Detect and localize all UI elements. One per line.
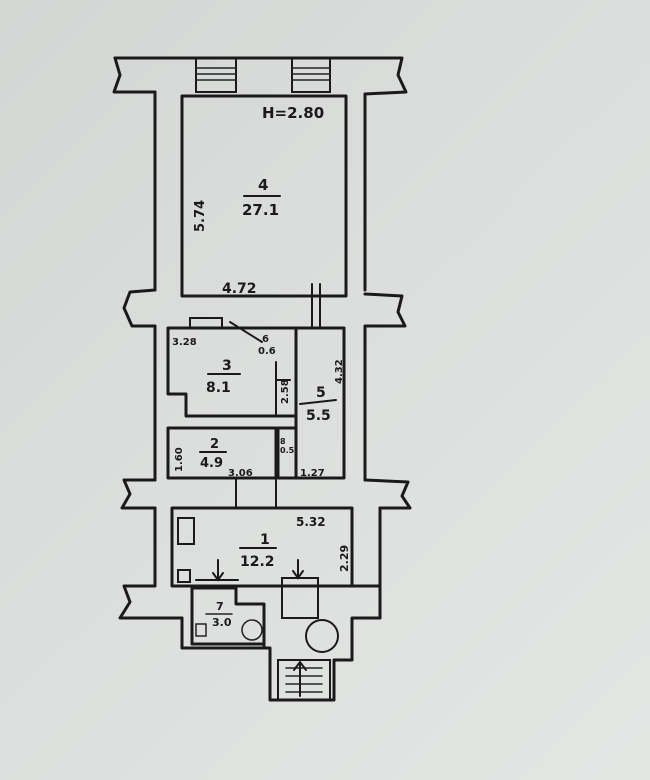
room4-area: 27.1: [242, 201, 279, 219]
outer-wall-middle: [122, 288, 407, 482]
room1-number: 1: [260, 532, 270, 548]
small-width-dim: 1.27: [300, 468, 325, 479]
room-1: [170, 506, 354, 588]
room6-number: 6: [262, 334, 269, 345]
window-right: [291, 57, 331, 93]
room-3: [166, 317, 298, 418]
room3-side-dim: 2.58: [280, 379, 291, 404]
room-5: [294, 326, 346, 480]
room6-area: 0.6: [258, 346, 276, 357]
entrance-stairs: [277, 559, 339, 701]
room5-area: 5.5: [306, 408, 331, 424]
room2-width-dim: 3.06: [228, 468, 253, 479]
room5-number: 5: [316, 385, 326, 401]
room3-width-dim: 3.28: [172, 337, 197, 348]
window-left: [195, 57, 237, 93]
room4-height-dim: 5.74: [193, 200, 208, 232]
room7-number: 7: [216, 600, 224, 613]
room2-height-dim: 1.60: [174, 447, 185, 472]
room2-area: 4.9: [200, 456, 223, 471]
outer-wall-top: [112, 56, 408, 292]
small-cell: [276, 426, 298, 480]
room-7: [190, 559, 266, 646]
room2-number: 2: [210, 437, 219, 452]
room1-width-dim: 5.32: [296, 515, 326, 529]
room5-height-dim: 4.32: [334, 359, 345, 384]
room-2: [166, 426, 278, 480]
room7-area: 3.0: [212, 616, 232, 629]
height-label: H=2.80: [262, 104, 324, 122]
room3-area: 8.1: [206, 380, 231, 396]
room4-width-dim: 4.72: [222, 281, 257, 297]
room3-number: 3: [222, 358, 232, 374]
outer-wall-lower: [120, 477, 412, 510]
room-4: [180, 94, 348, 298]
room4-number: 4: [258, 176, 268, 194]
room1-height-dim: 2.29: [338, 545, 351, 572]
room1-area: 12.2: [240, 554, 275, 570]
door-room4-to-room5: [311, 283, 321, 329]
